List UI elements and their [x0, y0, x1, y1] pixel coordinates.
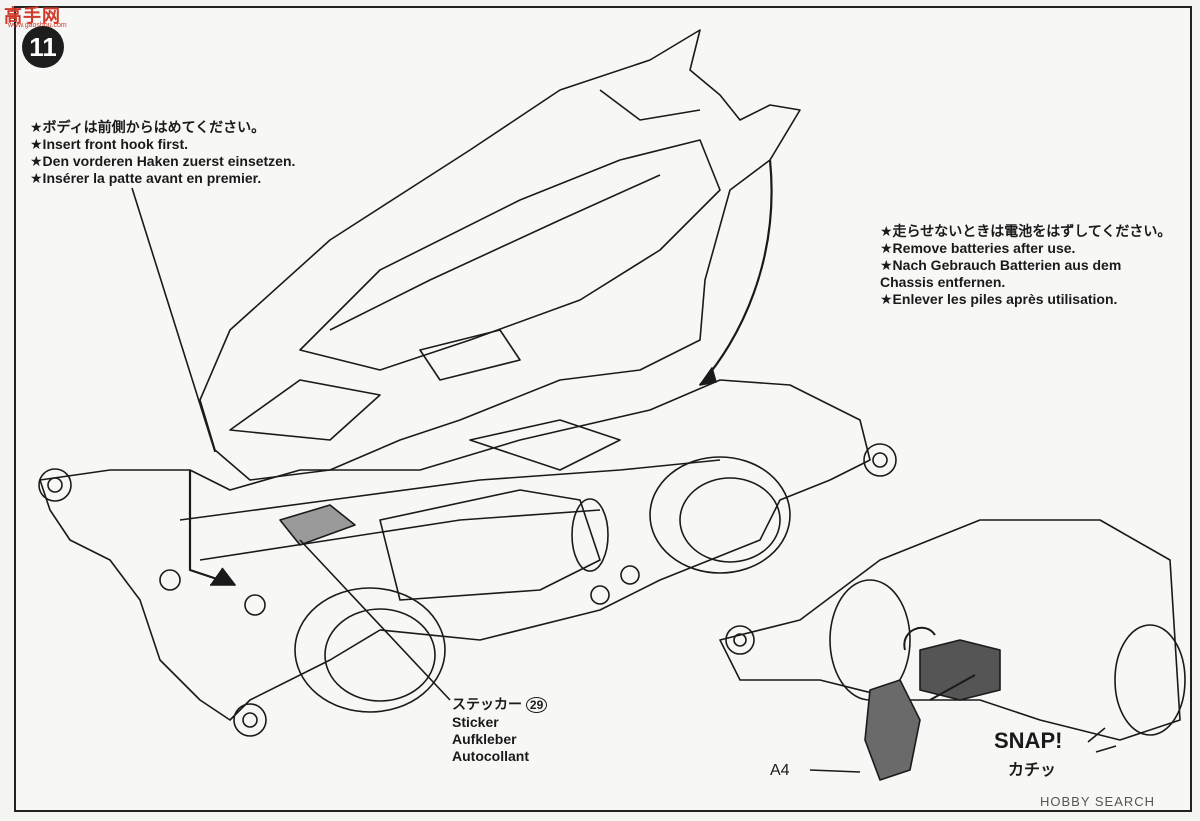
- note-line-fr: ★Insérer la patte avant en premier.: [30, 170, 262, 186]
- battery-note: ★走らせないときは電池をはずしてください。 ★Remove batteries …: [880, 223, 1171, 308]
- sticker-number: 29: [525, 697, 548, 713]
- front-left-wheel: [294, 587, 446, 713]
- body-shell-outline: [199, 29, 801, 481]
- part-label-a4: A4: [770, 762, 790, 779]
- footer-watermark: HOBBY SEARCH: [1040, 794, 1156, 809]
- snap-label: SNAP!: [994, 728, 1063, 753]
- note-line-fr: ★Enlever les piles après utilisation.: [880, 291, 1118, 307]
- note-line-jp: ★走らせないときは電池をはずしてください。: [880, 223, 1172, 239]
- inset-rear-detail: [719, 519, 1186, 781]
- note-line-en: ★Remove batteries after use.: [880, 240, 1076, 256]
- sticker-label-fr: Autocollant: [452, 748, 529, 764]
- sticker-label-jp: ステッカー 29: [452, 696, 548, 714]
- step-number-badge: 11: [22, 26, 64, 68]
- sticker-label: ステッカー 29 Sticker Aufkleber Autocollant: [452, 696, 548, 765]
- note-line-de: ★Den vorderen Haken zuerst einsetzen.: [30, 153, 296, 169]
- rear-right-wheel: [649, 456, 791, 574]
- snap-label-jp: カチッ: [1008, 762, 1057, 779]
- sticker-label-en: Sticker: [452, 714, 499, 730]
- note-line-jp: ★ボディは前側からはめてください。: [30, 119, 266, 135]
- note-line-de-cont: Chassis entfernen.: [880, 274, 1006, 290]
- note-line-en: ★Insert front hook first.: [30, 136, 188, 152]
- watermark-subtext: www.gaoshou.com: [8, 22, 67, 29]
- sticker-label-de: Aufkleber: [452, 731, 517, 747]
- front-hook-note: ★ボディは前側からはめてください。 ★Insert front hook fir…: [30, 119, 295, 187]
- note-line-de: ★Nach Gebrauch Batterien aus dem: [880, 257, 1122, 273]
- watermark: 高手网: [4, 6, 61, 26]
- chassis-outline: [39, 379, 871, 721]
